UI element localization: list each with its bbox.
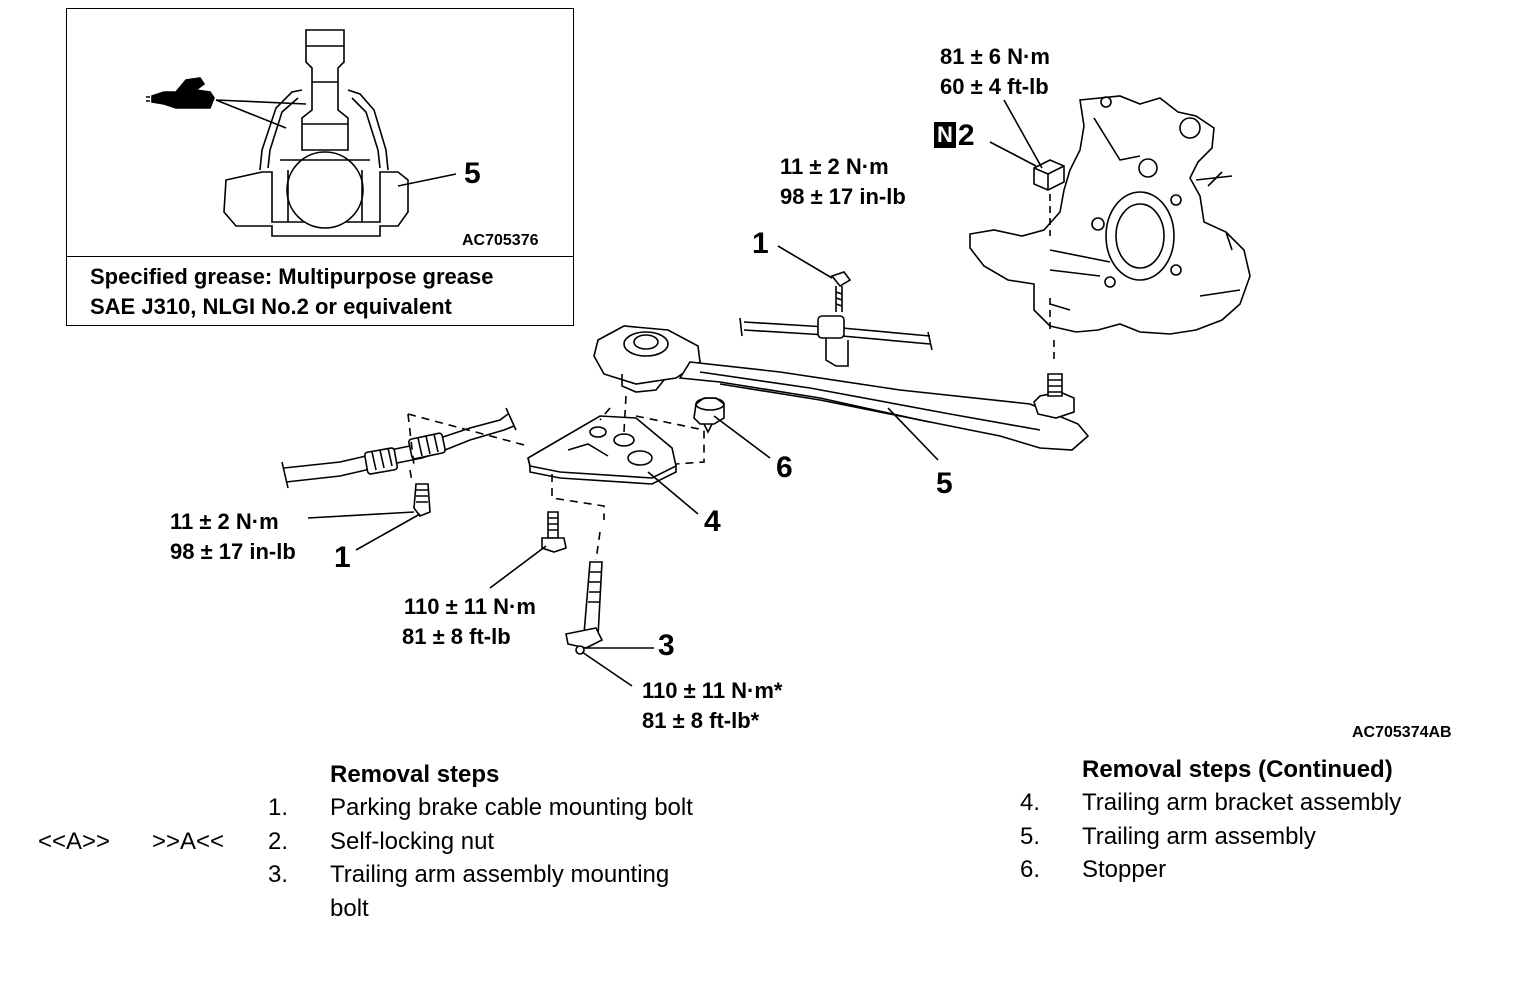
nut-torque-nm: 81 ± 6 N·m [940,44,1050,69]
step-6-text: Stopper [1082,856,1167,883]
cable-left-torque-inlb: 98 ± 17 in-lb [170,539,296,564]
marker-a-install: >>A<< [152,828,225,855]
arm-bolt-torque-ftlb: 81 ± 8 ft-lb* [642,708,760,733]
bracket-bolt-drawing [490,512,566,588]
callout-1-top: 1 [752,227,769,260]
callout-5: 5 [936,467,953,500]
bracket-bolt-torque-ftlb: 81 ± 8 ft-lb [402,624,511,649]
trailing-arm-drawing [594,326,1088,460]
stopper-drawing [694,398,770,458]
inset-divider [66,256,574,257]
step-5-text: Trailing arm assembly [1082,823,1316,850]
grease-inset-frame [66,8,574,326]
cable-left-torque-nm: 11 ± 2 N·m [170,509,279,534]
step-3-num: 3. [268,861,289,888]
cable-top-torque-nm: 11 ± 2 N·m [780,154,889,179]
bracket-bolt-torque-nm: 110 ± 11 N·m [404,594,536,619]
inset-code: AC705376 [462,232,539,249]
step-4-num: 4. [1020,789,1041,816]
step-3-text-cont: bolt [330,895,369,922]
callout-1-left: 1 [334,541,351,574]
callout-6: 6 [776,451,793,484]
step-6-num: 6. [1020,856,1041,883]
grease-spec-line-2: SAE J310, NLGI No.2 or equivalent [90,294,452,319]
inset-callout-5: 5 [464,157,481,190]
marker-a-remove: <<A>> [38,828,111,855]
callout-4: 4 [704,505,721,538]
step-1-num: 1. [268,794,289,821]
step-4-text: Trailing arm bracket assembly [1082,789,1402,816]
removal-steps-heading: Removal steps [330,758,499,792]
trailing-arm-bracket-drawing [528,396,704,560]
arm-mounting-bolt-drawing [566,562,654,686]
nut-torque-ftlb: 60 ± 4 ft-lb [940,74,1049,99]
ball-joint-section [146,30,456,236]
knuckle-drawing [970,96,1250,364]
removal-steps-continued-heading-text: Removal steps (Continued) [1082,756,1393,783]
parking-brake-cable-drawing [282,246,932,550]
step-1-text: Parking brake cable mounting bolt [330,794,693,821]
step-5-num: 5. [1020,823,1041,850]
n-mark-badge: N [934,122,956,148]
figure-code: AC705374AB [1352,724,1452,741]
step-2-num: 2. [268,828,289,855]
callout-3: 3 [658,629,675,662]
step-3-text: Trailing arm assembly mounting [330,861,670,888]
removal-steps-heading-text: Removal steps [330,761,500,788]
arm-bolt-torque-nm: 110 ± 11 N·m* [642,678,783,703]
callout-2-number: 2 [957,119,975,152]
cable-top-torque-inlb: 98 ± 17 in-lb [780,184,906,209]
step-2-text: Self-locking nut [330,828,495,855]
grease-spec-line-1: Specified grease: Multipurpose grease [90,264,494,289]
removal-steps-continued-heading: Removal steps (Continued) [1082,753,1393,787]
